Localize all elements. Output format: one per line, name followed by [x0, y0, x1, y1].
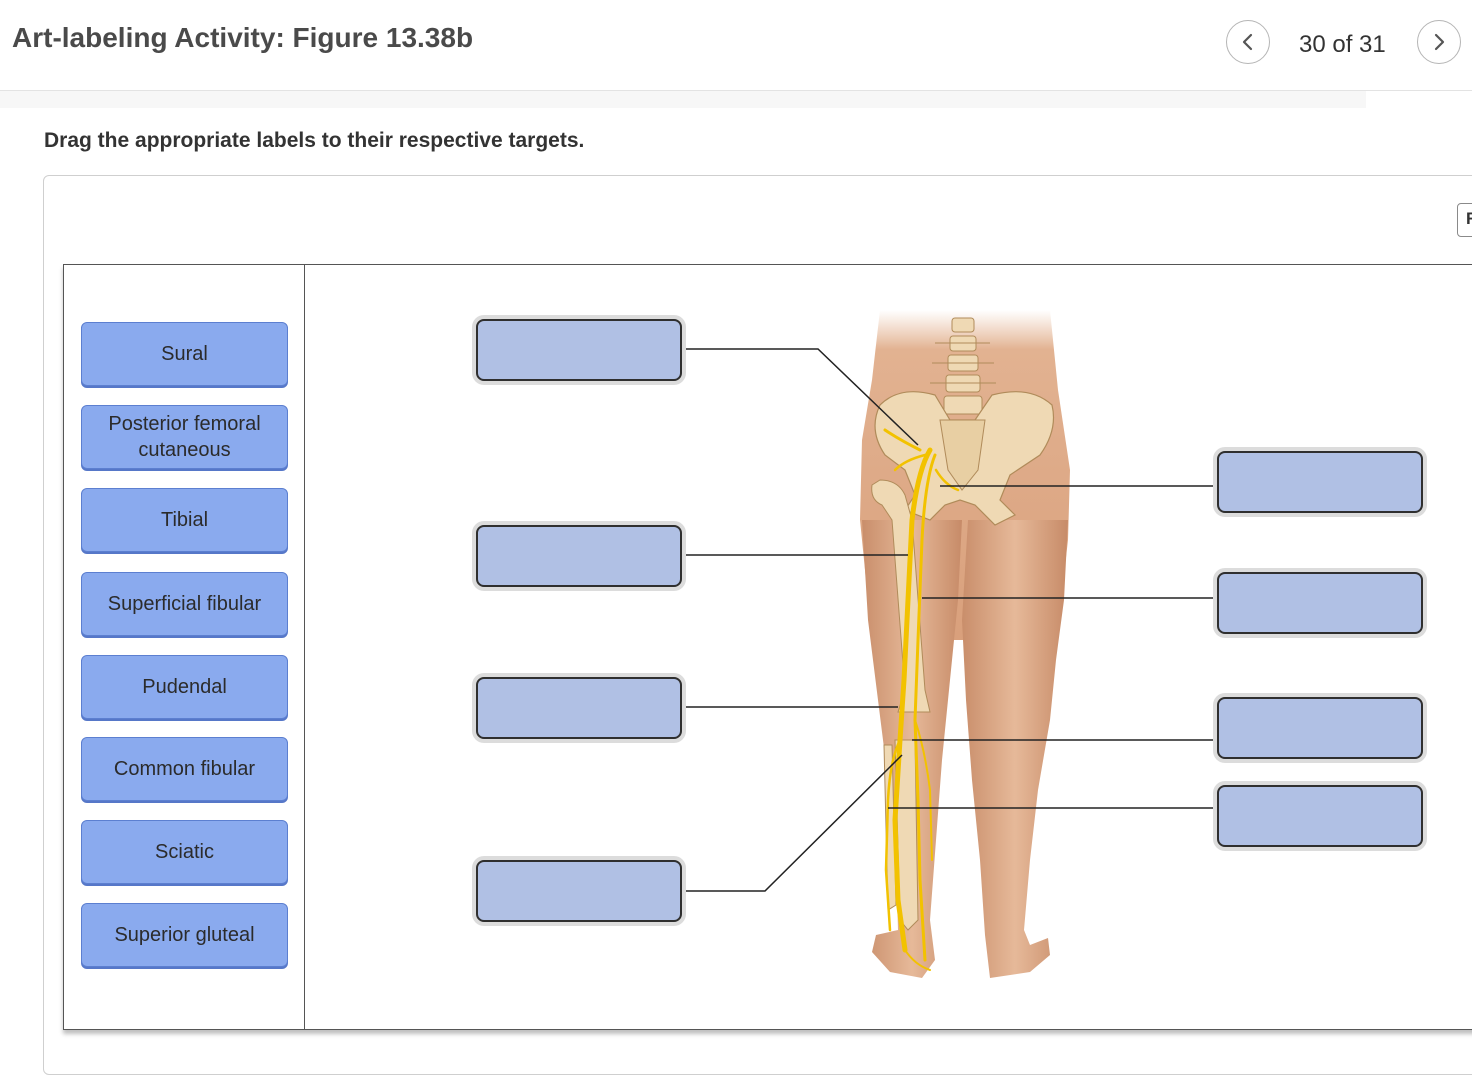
- question-counter: 30 of 31: [1299, 31, 1386, 58]
- divider-band: [0, 91, 1366, 108]
- instructions: Drag the appropriate labels to their res…: [44, 129, 585, 152]
- label-chip-superficial-fibular[interactable]: Superficial fibular: [81, 572, 288, 636]
- label-chip-superior-gluteal[interactable]: Superior gluteal: [81, 903, 288, 967]
- drop-target-1[interactable]: [476, 319, 682, 381]
- drop-target-4[interactable]: [476, 860, 682, 922]
- drop-target-2[interactable]: [476, 525, 682, 587]
- drop-target-8[interactable]: [1217, 785, 1423, 847]
- reset-button[interactable]: R: [1457, 203, 1472, 237]
- labeling-workspace: [63, 264, 1472, 1030]
- header: Art-labeling Activity: Figure 13.38b 30 …: [0, 0, 1472, 91]
- label-chip-pudendal[interactable]: Pudendal: [81, 655, 288, 719]
- label-chip-sciatic[interactable]: Sciatic: [81, 820, 288, 884]
- drop-target-5[interactable]: [1217, 451, 1423, 513]
- label-chip-common-fibular[interactable]: Common fibular: [81, 737, 288, 801]
- drop-target-3[interactable]: [476, 677, 682, 739]
- drop-target-6[interactable]: [1217, 572, 1423, 634]
- chevron-right-icon: [1434, 33, 1445, 51]
- label-chip-sural[interactable]: Sural: [81, 322, 288, 386]
- chevron-left-icon: [1242, 33, 1253, 51]
- label-chip-tibial[interactable]: Tibial: [81, 488, 288, 552]
- sacrum-bone: [939, 419, 986, 491]
- next-button[interactable]: [1417, 20, 1461, 64]
- vertebral-column: [930, 317, 996, 415]
- right-leg-skin: [962, 520, 1068, 978]
- label-bank: [63, 264, 305, 1030]
- femur-bone: [871, 479, 931, 713]
- posterior-leg-nerve-figure: [684, 310, 1214, 978]
- drop-target-7[interactable]: [1217, 697, 1423, 759]
- nerve-paths: [883, 428, 960, 971]
- leader-lines: [684, 348, 1214, 892]
- page-title: Art-labeling Activity: Figure 13.38b: [12, 22, 474, 53]
- label-chip-posterior-femoral-cutaneous[interactable]: Posterior femoral cutaneous: [81, 405, 288, 469]
- previous-button[interactable]: [1226, 20, 1270, 64]
